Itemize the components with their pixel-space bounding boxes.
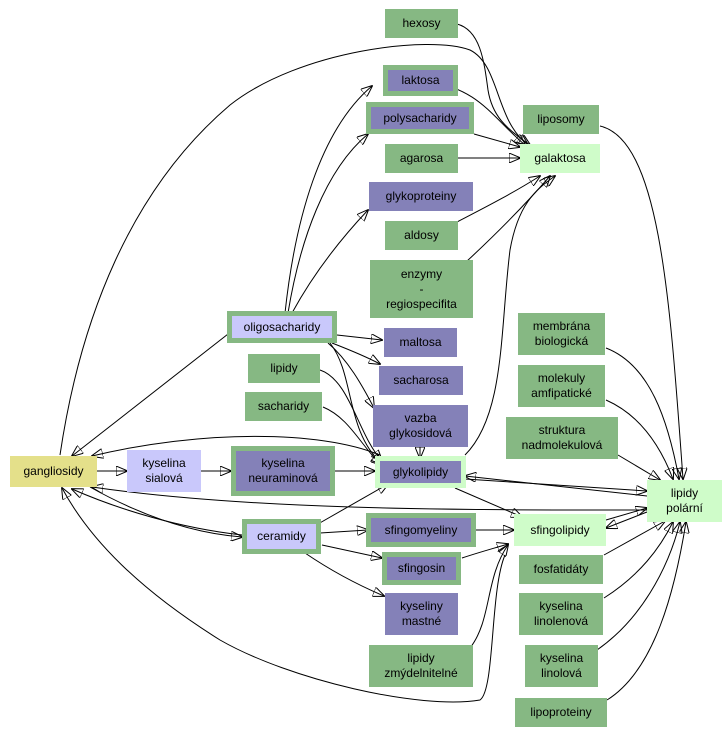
- node-sfingosin: sfingosin: [382, 552, 461, 585]
- edge-ceramidy-gangliosidy: [72, 489, 243, 536]
- edge-enzymy-galaktosa: [465, 176, 550, 263]
- edge-linolova-lipidypolarni: [596, 522, 680, 651]
- edge-oligosacharidy-sacharosa: [331, 342, 380, 364]
- edge-oligosacharidy-polysacharidy: [287, 134, 368, 314]
- edge-oligosacharidy-vazba: [327, 342, 374, 408]
- edge-zmydelnitelne-sfingolipidy: [469, 545, 508, 649]
- node-laktosa: laktosa: [383, 65, 458, 96]
- edge-ceramidy-sfingosin: [321, 544, 382, 558]
- edge-fosfatidaty-lipidypolarni: [603, 521, 665, 556]
- edge-ceramidy-mastne: [304, 552, 384, 596]
- edge-liposomy-lipidypolarni: [599, 125, 683, 479]
- edge-lipidy-glykolipidy: [319, 369, 382, 461]
- edge-gangliosidy-galaktosa: [59, 44, 528, 456]
- node-lipidy: lipidy: [248, 354, 320, 383]
- edge-sfingolipidy-lipidypolarni: [605, 508, 647, 521]
- node-oligosacharidy: oligosacharidy: [227, 311, 337, 343]
- node-polysacharidy: polysacharidy: [366, 102, 474, 134]
- node-kyselina-neuraminova: kyselina neuraminová: [231, 446, 335, 496]
- node-enzymy: enzymy - regiospecifita: [370, 260, 473, 318]
- edge-zmydelnitelne-gangliosidy: [62, 488, 506, 703]
- node-sacharosa: sacharosa: [379, 366, 463, 395]
- edge-hexosy-galaktosa: [456, 23, 530, 145]
- edge-molekuly-lipidypolarni: [605, 399, 673, 479]
- node-gangliosidy: gangliosidy: [10, 456, 97, 487]
- edge-oligosacharidy-gangliosidy: [72, 326, 238, 456]
- edge-lipidypolarni-glykolipidy: [465, 476, 648, 497]
- node-kyselina-linolova: kyselina linolová: [525, 645, 598, 687]
- edge-ceramidy-glykolipidy: [317, 484, 388, 525]
- node-sfingolipidy: sfingolipidy: [514, 514, 606, 546]
- edge-oligosacharidy-laktosa: [284, 86, 372, 314]
- node-galaktosa: galaktosa: [520, 144, 600, 173]
- node-molekuly: molekuly amfipatické: [518, 365, 605, 407]
- node-vazba: vazba glykosidová: [373, 405, 468, 447]
- edge-lipoproteiny-lipidypolarni: [606, 522, 686, 701]
- edge-glykolipidy-galaktosa: [464, 176, 555, 456]
- node-lipoproteiny: lipoproteiny: [515, 698, 607, 727]
- node-glykoproteiny: glykoproteiny: [369, 182, 473, 211]
- edge-ceramidy-sfingomyeliny: [319, 530, 368, 533]
- edge-lipidypolarni-sfingolipidy: [606, 511, 648, 528]
- node-lipidy-polarni: lipidy polární: [647, 480, 722, 522]
- node-glykolipidy: glykolipidy: [375, 456, 466, 488]
- edge-oligosacharidy-maltosa: [336, 335, 382, 340]
- node-sfingomyeliny: sfingomyeliny: [366, 513, 476, 547]
- node-kyseliny-mastne: kyseliny mastné: [385, 593, 458, 635]
- node-fosfatidaty: fosfatidáty: [519, 555, 603, 584]
- node-maltosa: maltosa: [384, 328, 457, 357]
- node-aldosy: aldosy: [385, 221, 458, 250]
- node-membrana: membrána biologická: [518, 313, 605, 355]
- edge-linolenova-lipidypolarni: [603, 522, 673, 599]
- edge-oligosacharidy-glykoproteiny: [291, 210, 368, 314]
- edge-gangliosidy-ceramidy: [89, 486, 242, 537]
- edge-aldosy-galaktosa: [456, 176, 540, 223]
- node-kyselina-sialova: kyselina sialová: [127, 450, 201, 492]
- edge-struktura-lipidypolarni: [617, 454, 660, 480]
- node-kyselina-linolenova: kyselina linolenová: [519, 593, 603, 635]
- node-ceramidy: ceramidy: [242, 519, 321, 554]
- node-struktura: struktura nadmolekulová: [506, 417, 618, 459]
- edge-glykolipidy-sfingolipidy: [454, 487, 522, 517]
- edge-glykolipidy-lipidypolarni: [464, 478, 647, 491]
- edge-membrana-lipidypolarni: [605, 347, 679, 479]
- node-agarosa: agarosa: [385, 144, 458, 173]
- edge-glykolipidy-gangliosidy: [92, 435, 381, 456]
- edge-polysacharidy-galaktosa: [473, 133, 520, 147]
- edge-lipidypolarni-gangliosidy: [92, 487, 648, 511]
- node-sacharidy: sacharidy: [245, 392, 322, 421]
- node-hexosy: hexosy: [385, 9, 458, 38]
- node-lipidy-zmydelnitelne: lipidy zmýdelnitelné: [369, 645, 473, 687]
- node-liposomy: liposomy: [523, 105, 599, 134]
